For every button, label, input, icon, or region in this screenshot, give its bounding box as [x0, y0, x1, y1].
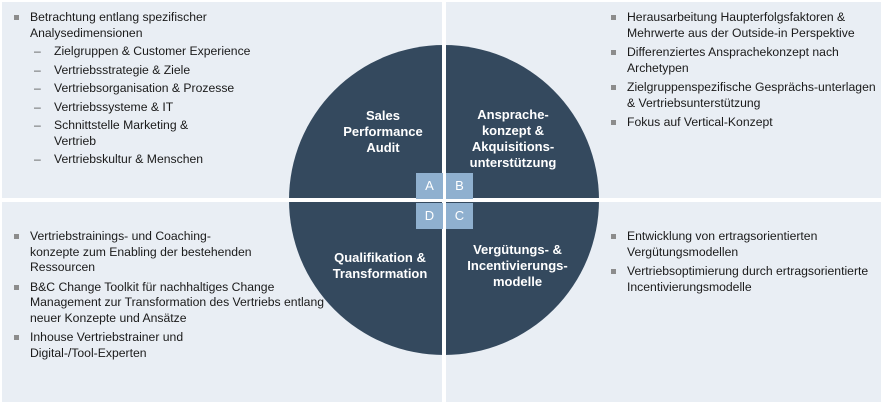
list-item: Inhouse Vertriebstrainer und Digital-/To… — [10, 330, 205, 361]
list-bottom-left: Vertriebstrainings- und Coaching-konzept… — [10, 229, 340, 361]
letter-c-box: C — [446, 203, 473, 229]
list-item: B&C Change Toolkit für nachhaltiges Chan… — [10, 280, 340, 327]
list-top-right: Herausarbeitung Haupterfolgsfaktoren & M… — [607, 10, 882, 131]
list-item: Betrachtung entlang spezifischer Analyse… — [10, 10, 310, 41]
list-sub-item: Schnittstelle Marketing & Vertrieb — [10, 118, 224, 149]
list-item: Herausarbeitung Haupterfolgsfaktoren & M… — [607, 10, 882, 41]
list-sub-item: Vertriebskultur & Menschen — [10, 152, 310, 168]
letter-d-box: D — [416, 203, 443, 229]
quadrant-d-label: Qualifikation & Transformation — [332, 250, 428, 281]
list-item: Zielgruppenspezifische Gesprächs-unterla… — [607, 80, 882, 111]
quadrant-c-label: Vergütungs- & Incentivierungs- modelle — [467, 242, 568, 289]
list-item: Entwicklung von ertragsorientierten Verg… — [607, 229, 882, 260]
list-sub-item: Vertriebssysteme & IT — [10, 100, 310, 116]
quadrant-b-label: Ansprache- konzept & Akquisitions- unter… — [469, 107, 557, 170]
list-sub-item: Vertriebsorganisation & Prozesse — [10, 81, 310, 97]
list-item: Vertriebsoptimierung durch ertragsorient… — [607, 264, 882, 295]
letter-a-box: A — [416, 173, 443, 199]
list-bottom-right: Entwicklung von ertragsorientierten Verg… — [607, 229, 882, 295]
list-item: Vertriebstrainings- und Coaching-konzept… — [10, 229, 260, 276]
list-sub-item: Vertriebsstrategie & Ziele — [10, 63, 310, 79]
letter-b-box: B — [446, 173, 473, 199]
list-item: Fokus auf Vertical-Konzept — [607, 115, 882, 131]
list-sub-item: Zielgruppen & Customer Experience — [10, 44, 310, 60]
list-item: Differenziertes Ansprachekonzept nach Ar… — [607, 45, 882, 76]
list-top-left: Betrachtung entlang spezifischer Analyse… — [10, 10, 310, 168]
quadrant-a-label: Sales Performance Audit — [343, 108, 423, 155]
